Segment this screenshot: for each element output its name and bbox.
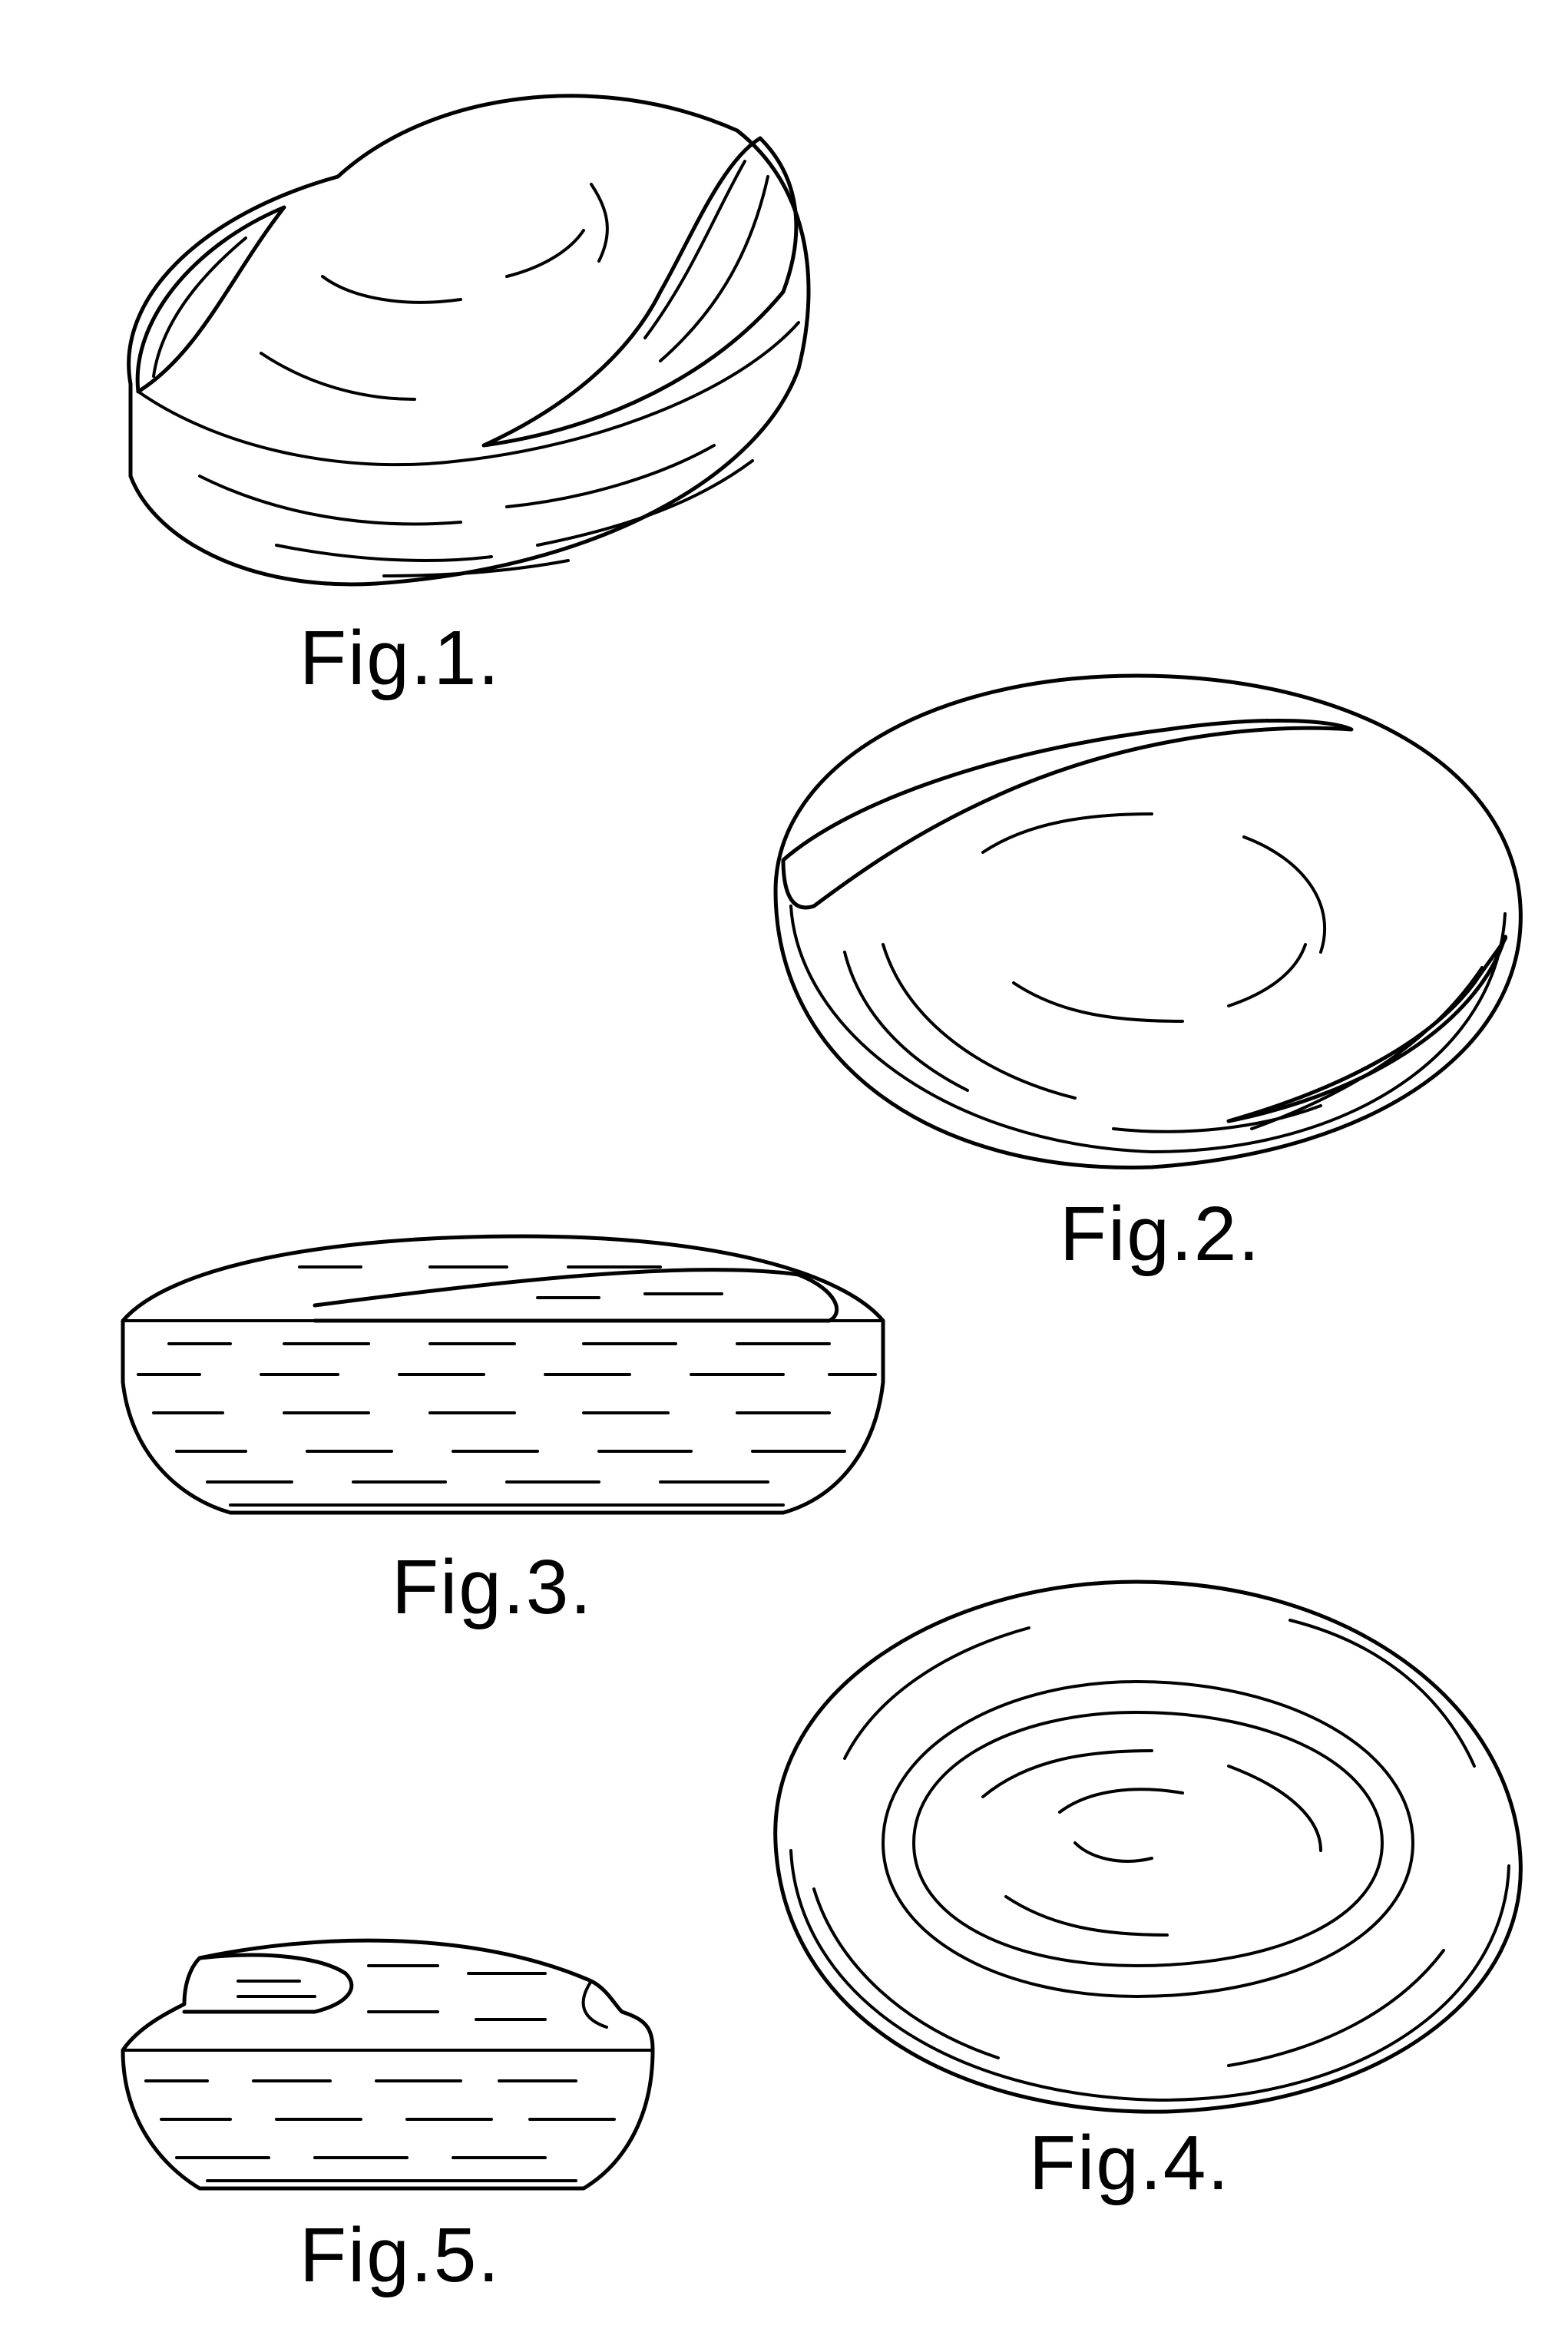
figure-2: Fig.2. [753, 660, 1536, 1213]
figure-3-drawing [108, 1221, 921, 1543]
figure-3-caption: Fig.3. [392, 1543, 593, 1632]
figure-1-drawing [108, 46, 814, 599]
figure-2-drawing [753, 660, 1536, 1213]
figure-4-caption: Fig.4. [1029, 2119, 1230, 2208]
figure-5-caption: Fig.5. [299, 2211, 501, 2300]
figure-4: Fig.4. [753, 1566, 1536, 2227]
figure-1: Fig.1. [108, 46, 814, 599]
figure-1-caption: Fig.1. [299, 614, 501, 703]
figure-2-caption: Fig.2. [1060, 1190, 1261, 1278]
figure-4-drawing [753, 1566, 1536, 2119]
figure-5: Fig.5. [115, 1920, 699, 2319]
figure-5-drawing [115, 1920, 699, 2196]
figure-3: Fig.3. [108, 1221, 921, 1605]
